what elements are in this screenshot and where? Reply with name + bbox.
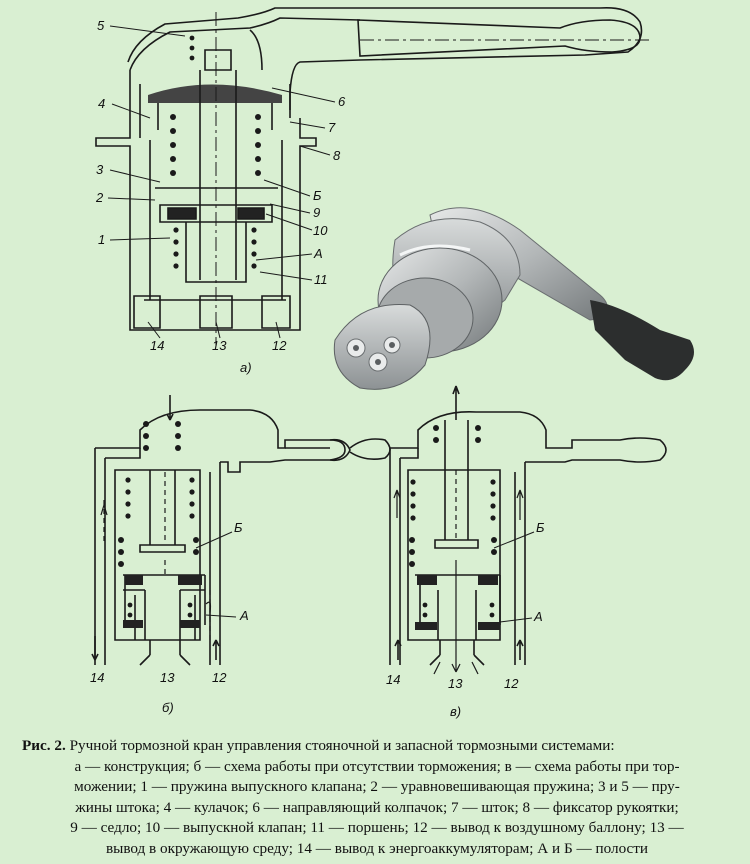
callout-b-13: 13 (160, 670, 175, 685)
callout-a: А (313, 246, 323, 261)
callout-b-a: А (239, 608, 249, 623)
callout-13: 13 (212, 338, 227, 353)
callout-9: 9 (313, 205, 320, 220)
caption-text-1: Ручной тормозной кран управления стояноч… (69, 737, 615, 754)
callout-1: 1 (98, 232, 105, 247)
callout-b-b: Б (234, 520, 243, 535)
caption-line-3: можении; 1 — пружина выпускного клапана;… (74, 778, 680, 796)
callout-7: 7 (328, 120, 336, 135)
diagram-a-callouts: 5 4 3 2 1 6 7 8 Б 9 10 А 11 14 13 12 а) (95, 18, 346, 375)
caption-line-4: жины штока; 4 — кулачок; 6 — направляющи… (75, 798, 679, 816)
diagram-a-construction (95, 6, 650, 345)
callout-c-a: А (533, 609, 543, 624)
callout-4: 4 (98, 96, 105, 111)
callout-12: 12 (272, 338, 287, 353)
valve-photo (333, 207, 694, 390)
caption-line-6: вывод в окружающую среду; 14 — вывод к э… (105, 839, 649, 857)
brake-valve-figure: 5 4 3 2 1 6 7 8 Б 9 10 А 11 14 13 12 а) (90, 6, 694, 719)
diagram-c-braking (389, 385, 667, 675)
caption-line-2: а — конструкция; б — схема работы при от… (74, 757, 680, 775)
figure-caption: Рис. 2. Ручной тормозной кран управления… (22, 736, 732, 860)
diagram-b-callouts: Б А 14 13 12 б) (90, 520, 249, 715)
caption-line-5: 9 — седло; 10 — выпускной клапан; 11 — п… (70, 819, 684, 837)
callout-c-b: Б (536, 520, 545, 535)
diagram-a-label: а) (240, 360, 252, 375)
diagram-c-label: в) (450, 704, 461, 719)
caption-line-1: Рис. 2. Ручной тормозной кран управления… (22, 736, 732, 757)
callout-c-14: 14 (386, 672, 400, 687)
callout-b-14: 14 (90, 670, 104, 685)
callout-10: 10 (313, 223, 328, 238)
callout-3: 3 (96, 162, 104, 177)
callout-2: 2 (95, 190, 104, 205)
callout-6: 6 (338, 94, 346, 109)
callout-b-12: 12 (212, 670, 227, 685)
callout-14: 14 (150, 338, 164, 353)
callout-8: 8 (333, 148, 341, 163)
callout-c-12: 12 (504, 676, 519, 691)
callout-c-13: 13 (448, 676, 463, 691)
diagram-b-label: б) (162, 700, 174, 715)
callout-5: 5 (97, 18, 105, 33)
diagram-b-no-braking (91, 395, 391, 666)
diagram-c-callouts: Б А 14 13 12 в) (386, 520, 545, 719)
callout-b: Б (313, 188, 322, 203)
callout-11: 11 (314, 272, 328, 287)
caption-title: Рис. 2. (22, 737, 66, 754)
